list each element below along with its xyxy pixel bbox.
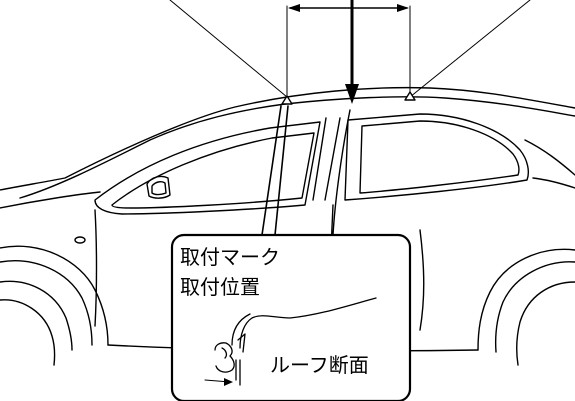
section-label: ルーフ断面 (270, 353, 369, 377)
roof-section-sketch (204, 297, 377, 386)
center-arrow (345, 0, 359, 104)
mark-label: 取付マーク (180, 245, 280, 269)
dimension-arrow (288, 4, 409, 12)
guide-lines (169, 0, 531, 98)
callout-leader (261, 105, 289, 236)
mark-triangles (281, 91, 416, 105)
position-label: 取付位置 (180, 275, 260, 299)
